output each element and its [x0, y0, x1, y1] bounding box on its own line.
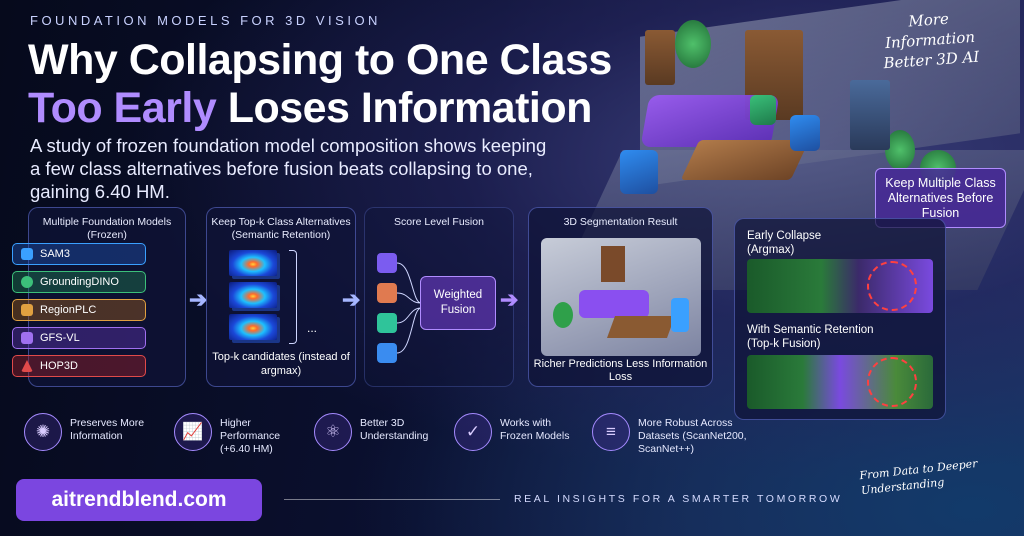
page-title-line2: Too Early Loses Information	[28, 84, 592, 133]
score-chip-1	[377, 253, 397, 273]
score-chip-4	[377, 343, 397, 363]
divider	[284, 499, 500, 500]
model-sam3: SAM3	[12, 243, 146, 265]
score-panel: Score Level Fusion Weighted Fusion	[364, 207, 514, 387]
weighted-fusion-box: Weighted Fusion	[420, 276, 496, 330]
score-heading: Score Level Fusion	[394, 216, 484, 228]
paw-icon	[21, 276, 33, 288]
model-hop3d: HOP3D	[12, 355, 146, 377]
title-rest: Loses Information	[216, 84, 593, 132]
eyebrow: FOUNDATION MODELS FOR 3D VISION	[30, 13, 381, 28]
early-collapse-image	[747, 259, 933, 313]
topk-heading: Keep Top-k Class Alternatives (Semantic …	[211, 216, 351, 241]
score-chip-2	[377, 283, 397, 303]
segmentation-image	[541, 238, 701, 356]
subtitle: A study of frozen foundation model compo…	[30, 135, 547, 202]
warning-icon	[21, 360, 33, 372]
bracket	[289, 250, 297, 344]
heatmap-3	[229, 314, 277, 340]
highlight-circle	[867, 261, 917, 311]
topk-panel: Keep Top-k Class Alternatives (Semantic …	[206, 207, 356, 387]
image-icon	[21, 332, 33, 344]
heatmap-2	[229, 282, 277, 308]
models-heading: Multiple Foundation Models (Frozen)	[42, 216, 172, 241]
model-gfs-vl: GFS-VL	[12, 327, 146, 349]
early-collapse-label: Early Collapse (Argmax)	[747, 230, 822, 256]
brain-icon: ✺	[24, 413, 62, 451]
meta-icon	[21, 248, 33, 260]
semantic-retention-label: With Semantic Retention (Top-k Fusion)	[747, 324, 874, 350]
highlight-circle	[867, 357, 917, 407]
score-chip-3	[377, 313, 397, 333]
network-icon: ⚛	[314, 413, 352, 451]
database-icon: ≡	[592, 413, 630, 451]
feature-frozen: ✓ Works with Frozen Models	[454, 413, 584, 459]
page-title: Why Collapsing to One Class	[28, 36, 612, 84]
fusion-lines	[397, 262, 422, 354]
tagline: REAL INSIGHTS FOR A SMARTER TOMORROW	[514, 493, 843, 505]
arrow-icon: ➔	[342, 287, 361, 312]
model-regionplc: RegionPLC	[12, 299, 146, 321]
segmentation-panel: 3D Segmentation Result Richer Prediction…	[528, 207, 713, 387]
semantic-retention-image	[747, 355, 933, 409]
topk-caption: Top-k candidates (instead of argmax)	[212, 351, 350, 377]
ellipsis: ...	[307, 321, 318, 335]
handwritten-note-top: More Information Better 3D AI	[882, 9, 980, 73]
feature-performance: 📈 Higher Performance (+6.40 HM)	[174, 413, 300, 459]
chart-icon: 📈	[174, 413, 212, 451]
heatmap-1	[229, 250, 277, 276]
feature-preserves: ✺ Preserves More Information	[24, 413, 164, 459]
arrow-icon: ➔	[189, 287, 208, 312]
comparison-panel: Early Collapse (Argmax) With Semantic Re…	[734, 218, 946, 420]
models-panel: Multiple Foundation Models (Frozen)	[28, 207, 186, 387]
arrow-icon: ➔	[500, 287, 519, 312]
feature-understanding: ⚛ Better 3D Understanding	[314, 413, 444, 459]
shield-icon: ✓	[454, 413, 492, 451]
cube-icon	[21, 304, 33, 316]
title-accent: Too Early	[28, 84, 217, 132]
segmentation-heading: 3D Segmentation Result	[563, 216, 678, 228]
feature-robust: ≡ More Robust Across Datasets (ScanNet20…	[592, 413, 762, 459]
model-groundingdino: GroundingDINO	[12, 271, 146, 293]
segmentation-caption: Richer Predictions Less Information Loss	[533, 358, 708, 383]
site-url-button[interactable]: aitrendblend.com	[16, 479, 262, 521]
